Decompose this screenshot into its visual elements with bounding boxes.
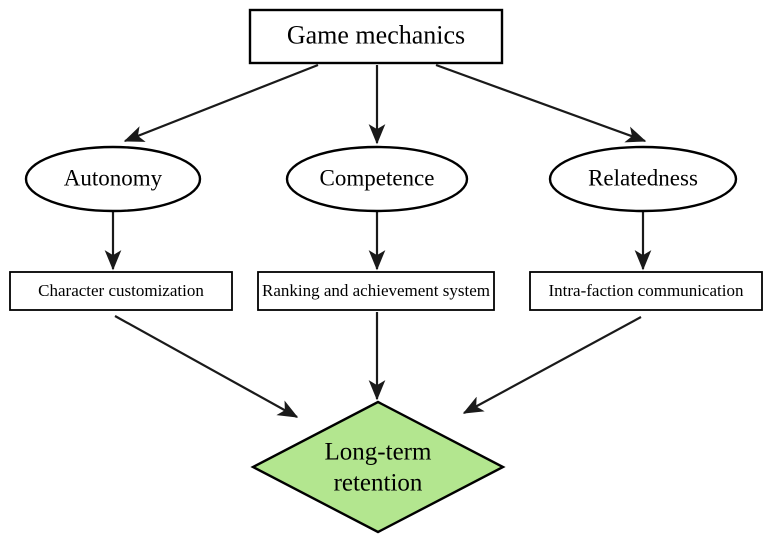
competence-ellipse[interactable] xyxy=(285,145,469,213)
long-term-retention-label-line1: Long-term xyxy=(325,439,432,466)
character-customization-label: Character customization xyxy=(38,281,204,300)
ranking-achievement-system-label: Ranking and achievement system xyxy=(262,281,490,300)
long-term-retention-label-line2: retention xyxy=(334,470,423,497)
node-ranking-achievement-system[interactable]: Ranking and achievement system xyxy=(257,271,495,311)
intra-faction-communication-label: Intra-faction communication xyxy=(549,281,744,300)
edge-mechanics-relatedness xyxy=(435,63,647,143)
game-mechanics-box[interactable] xyxy=(248,8,504,65)
node-character-customization[interactable]: Character customization xyxy=(9,271,233,311)
edge-character-retention xyxy=(114,315,299,418)
relatedness-label: Relatedness xyxy=(588,165,698,190)
node-relatedness[interactable]: Relatedness xyxy=(548,145,738,213)
competence-label: Competence xyxy=(320,165,435,190)
node-autonomy[interactable]: Autonomy xyxy=(24,145,202,213)
node-intra-faction-communication[interactable]: Intra-faction communication xyxy=(529,271,763,311)
edge-intra-retention xyxy=(462,316,642,414)
node-competence[interactable]: Competence xyxy=(285,145,469,213)
character-customization-box[interactable] xyxy=(9,271,233,311)
node-game-mechanics[interactable]: Game mechanics xyxy=(248,8,504,65)
intra-faction-communication-box[interactable] xyxy=(529,271,763,311)
game-mechanics-label: Game mechanics xyxy=(287,20,465,49)
node-long-term-retention[interactable]: Long-term retention xyxy=(250,400,506,534)
edges-group xyxy=(104,63,652,418)
long-term-retention-diamond[interactable] xyxy=(250,400,506,534)
autonomy-label: Autonomy xyxy=(64,165,163,190)
edge-mechanics-autonomy xyxy=(123,63,319,143)
autonomy-ellipse[interactable] xyxy=(24,145,202,213)
ranking-achievement-system-box[interactable] xyxy=(257,271,495,311)
relatedness-ellipse[interactable] xyxy=(548,145,738,213)
